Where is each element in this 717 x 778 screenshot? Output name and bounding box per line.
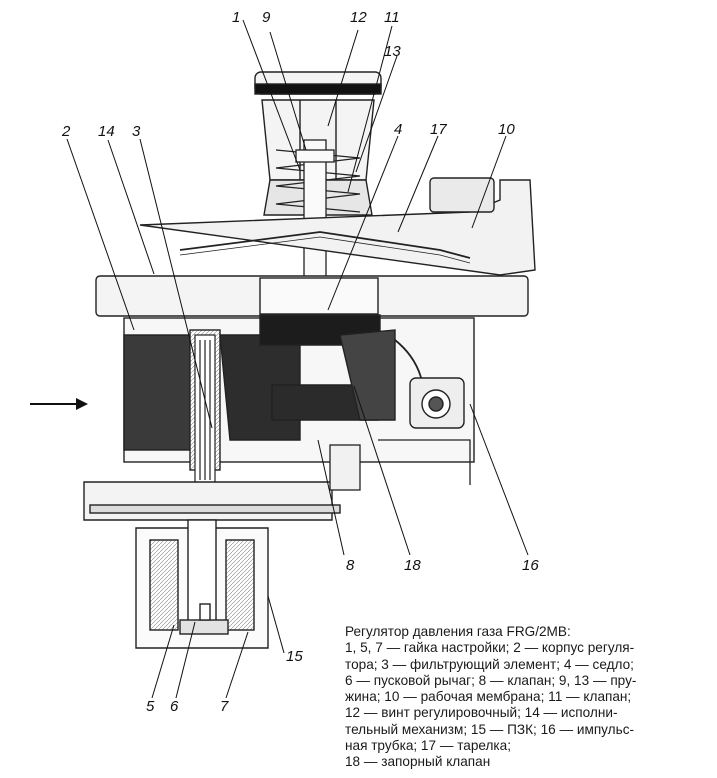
inlet-flow-arrow (30, 398, 88, 410)
callout-2: 2 (61, 123, 71, 140)
callout-15: 15 (286, 648, 303, 665)
leader-lines (66, 19, 529, 699)
callout-17: 17 (430, 121, 447, 138)
callout-labels: 1 9 12 11 13 2 14 3 4 17 10 8 18 16 15 5… (61, 9, 539, 715)
callout-16: 16 (522, 557, 539, 574)
callout-6: 6 (170, 698, 179, 715)
callout-11: 11 (384, 9, 400, 26)
figure-caption: Регулятор давления газа FRG/2MB: 1, 5, 7… (345, 624, 713, 771)
regulator-body (123, 314, 475, 471)
caption-line: тельный механизм; 15 — ПЗК; 16 — импульс… (345, 721, 635, 737)
callout-8: 8 (346, 557, 355, 574)
callout-14: 14 (98, 123, 115, 140)
callout-12: 12 (350, 9, 367, 26)
callout-10: 10 (498, 121, 515, 138)
callout-1: 1 (232, 9, 240, 26)
caption-line: ная трубка; 17 — тарелка; (345, 738, 512, 754)
callout-3: 3 (132, 123, 141, 140)
caption-line: 1, 5, 7 — гайка настройки; 2 — корпус ре… (345, 640, 635, 656)
callout-7: 7 (220, 698, 229, 715)
filter-element (194, 334, 216, 486)
caption-line: 18 — запорный клапан (345, 754, 491, 770)
caption-line: тора; 3 — фильтрующий элемент; 4 — седло… (345, 656, 634, 672)
main-flange (95, 275, 529, 317)
lower-housing (83, 481, 341, 649)
callout-18: 18 (404, 557, 421, 574)
callout-4: 4 (394, 121, 402, 138)
callout-9: 9 (262, 9, 271, 26)
callout-5: 5 (146, 698, 155, 715)
caption-line: 12 — винт регулировочный; 14 — исполни- (345, 705, 618, 721)
impulse-tube (329, 439, 471, 491)
caption-line: жина; 10 — рабочая мембрана; 11 — клапан… (345, 689, 632, 705)
caption-title: Регулятор давления газа FRG/2MB: (345, 624, 571, 639)
diaphragm-housing (139, 177, 536, 276)
caption-line: 6 — пусковой рычаг; 8 — клапан; 9, 13 — … (345, 672, 637, 688)
callout-13: 13 (384, 43, 401, 60)
